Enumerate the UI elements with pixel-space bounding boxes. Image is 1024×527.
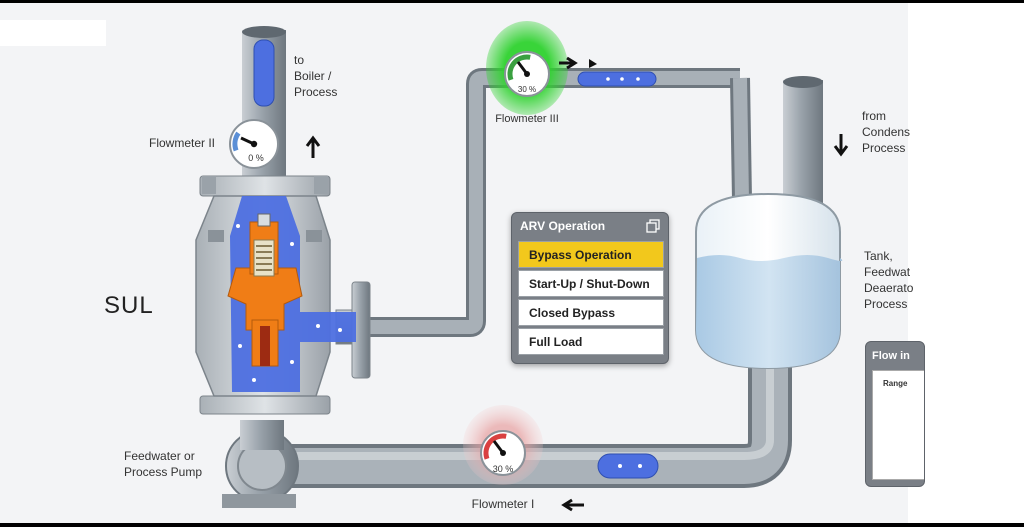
arrow-up-icon — [305, 135, 321, 158]
arrow-left-icon — [561, 498, 584, 512]
condensate-pipe — [783, 80, 823, 210]
arv-panel-title: ARV Operation — [520, 219, 606, 233]
flowmeter-ii-arc — [232, 131, 241, 152]
flow-bubble — [620, 77, 624, 81]
flowmeter-iii-reading: 30 % — [518, 85, 536, 94]
flow-bubble — [618, 464, 622, 468]
bypass-pipe-down — [733, 77, 749, 201]
tank-water — [696, 255, 843, 368]
flowmeter-i-label: Flowmeter I — [472, 497, 535, 511]
arrow-right-small-icon — [589, 59, 597, 68]
return-flow — [597, 453, 659, 479]
flow-bubble — [606, 77, 610, 81]
pump-outlet — [240, 420, 284, 450]
right-margin — [908, 3, 1024, 523]
bypass-pipe — [362, 71, 740, 334]
flowmeter-iii-label: Flowmeter III — [495, 113, 559, 125]
flowmeter-iii-pivot — [524, 71, 530, 77]
to-boiler-label: to Boiler / Process — [294, 53, 338, 99]
startup-shutdown-button[interactable]: Start-Up / Shut-Down — [518, 270, 664, 297]
flow-bubble — [638, 464, 642, 468]
arv-valve — [195, 175, 371, 415]
full-load-button[interactable]: Full Load — [518, 328, 664, 355]
flowmeter-ii-pivot — [250, 140, 258, 148]
flowmeter-iii-arc — [507, 54, 531, 81]
flowmeter-ii-label: Flowmeter II — [149, 136, 215, 150]
feed-pump-label: Feedwater or Process Pump — [124, 449, 203, 479]
flowmeter-i-reading: 30 % — [493, 464, 514, 474]
arv-operation-panel: ARV Operation Bypass Operation Start-Up … — [511, 212, 669, 364]
white-patch — [0, 20, 106, 46]
pump-base — [222, 494, 296, 508]
flow-indicator-panel: Flow in Range — [865, 341, 925, 487]
outlet-pipe-flow — [253, 39, 275, 107]
from-condensate-label: from Condens Process — [862, 109, 911, 155]
bypass-flow — [577, 71, 657, 87]
arrow-right-icon — [559, 56, 578, 70]
return-pipe-highlight — [262, 360, 774, 460]
flow-bubble — [636, 77, 640, 81]
bypass-operation-button[interactable]: Bypass Operation — [518, 241, 664, 268]
partial-title-text: SUL — [104, 292, 154, 319]
flow-indicator-axis-label: Range — [883, 379, 908, 388]
flow-indicator-plot: Range — [872, 370, 924, 480]
flowmeter-i-pivot — [500, 450, 506, 456]
flowmeter-i-arc — [483, 433, 507, 460]
condensate-pipe-opening — [783, 76, 823, 88]
flow-indicator-title: Flow in — [872, 350, 910, 362]
flowmeter-ii-reading: 0 % — [248, 153, 264, 163]
closed-bypass-button[interactable]: Closed Bypass — [518, 299, 664, 326]
tank-label: Tank, Feedwat Deaerato Process — [864, 249, 914, 311]
window-restore-icon[interactable] — [646, 219, 660, 233]
outlet-pipe-opening — [242, 26, 286, 38]
arrow-down-icon — [833, 134, 849, 157]
